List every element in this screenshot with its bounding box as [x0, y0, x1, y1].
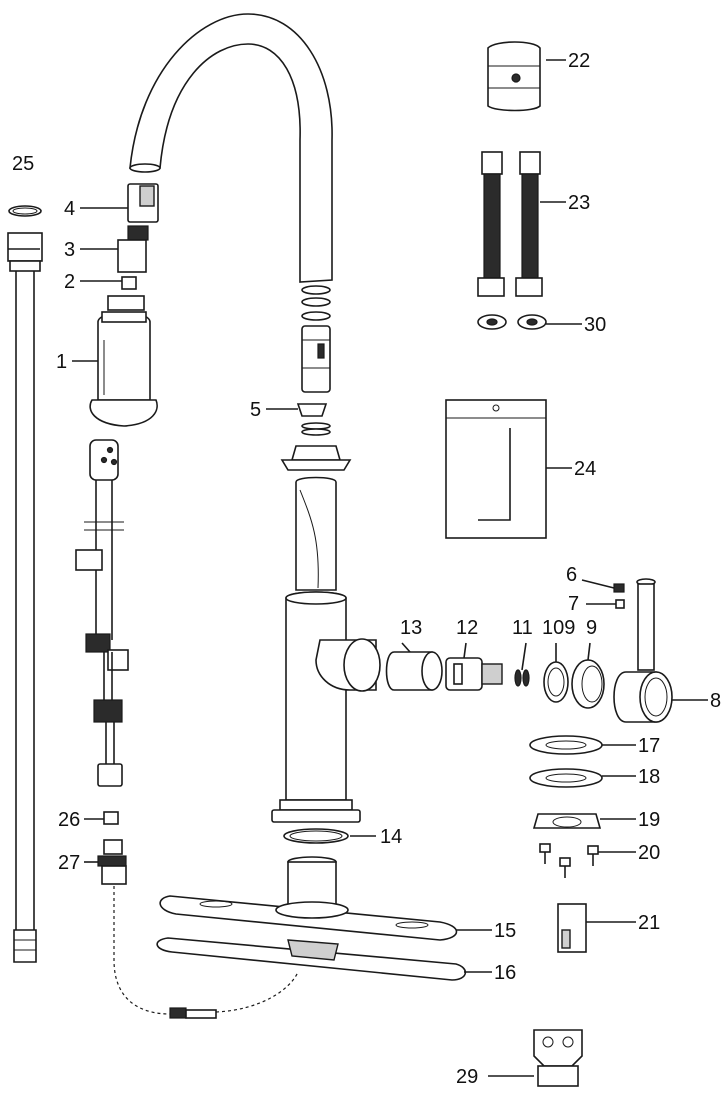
o-ring-25 — [8, 205, 42, 217]
supply-hose-left — [7, 232, 43, 963]
spray-nut-4 — [127, 183, 159, 223]
callout-6: 6 — [566, 564, 577, 586]
callout-2: 2 — [64, 271, 75, 293]
mounting-nut-19 — [532, 813, 602, 829]
callout-13: 13 — [400, 617, 422, 639]
ring-10 — [543, 661, 569, 703]
washer-2 — [121, 276, 137, 290]
callout-14: 14 — [380, 826, 402, 848]
callout-22: 22 — [568, 50, 590, 72]
callout-11: 11 — [512, 617, 533, 639]
tool-21 — [557, 903, 587, 953]
callout-17: 17 — [638, 735, 660, 757]
quick-connector-27 — [97, 839, 299, 1019]
hex-key-bag-24 — [445, 399, 547, 539]
callout-15: 15 — [494, 920, 516, 942]
screws-20 — [539, 843, 599, 878]
handle-8 — [613, 578, 673, 723]
spout-gooseneck — [129, 13, 333, 283]
washer-17 — [529, 735, 603, 755]
callout-16: 16 — [494, 962, 516, 984]
o-rings-11 — [514, 669, 530, 687]
callout-8: 8 — [710, 690, 721, 712]
callout-1: 1 — [56, 351, 67, 373]
callout-7: 7 — [568, 593, 579, 615]
cap-9 — [571, 659, 605, 709]
callout-21: 21 — [638, 912, 660, 934]
spout-rings — [301, 285, 331, 393]
washer-18 — [529, 768, 603, 788]
callout-5: 5 — [250, 399, 261, 421]
set-screw-7 — [615, 599, 625, 609]
callout-9: 9 — [586, 617, 597, 639]
callout-12: 12 — [456, 617, 478, 639]
callout-18: 18 — [638, 766, 660, 788]
faucet-body — [271, 476, 381, 823]
callout-30: 30 — [584, 314, 606, 336]
callout-24: 24 — [574, 458, 596, 480]
pull-down-hose — [75, 439, 129, 787]
callout-29: 29 — [456, 1066, 478, 1088]
cartridge-12 — [445, 657, 503, 691]
gasket-14 — [283, 828, 349, 844]
clip-5 — [296, 403, 328, 417]
callout-26: 26 — [58, 809, 80, 831]
callout-27: 27 — [58, 852, 80, 874]
callout-109: 109 — [542, 617, 575, 639]
bonnet-13 — [385, 651, 443, 691]
callout-23: 23 — [568, 192, 590, 214]
screw-6 — [613, 583, 625, 593]
washers-30 — [477, 314, 547, 330]
deck-plate-15 — [159, 895, 458, 941]
key-29 — [533, 1029, 583, 1087]
callout-25: 25 — [12, 153, 34, 175]
supply-lines-23 — [477, 151, 543, 297]
callout-20: 20 — [638, 842, 660, 864]
callout-19: 19 — [638, 809, 660, 831]
connector-26 — [103, 811, 119, 825]
spout-base-collar — [280, 422, 352, 471]
leader-lines — [8, 59, 708, 1077]
spray-head-1 — [89, 295, 158, 427]
callout-3: 3 — [64, 239, 75, 261]
gasket-16 — [156, 937, 467, 981]
callout-4: 4 — [64, 198, 75, 220]
callout-labels: 4 3 2 1 5 25 26 27 13 12 11 109 9 6 7 8 … — [12, 50, 721, 1088]
check-valve-3 — [117, 225, 149, 273]
aerator-22 — [487, 41, 541, 112]
